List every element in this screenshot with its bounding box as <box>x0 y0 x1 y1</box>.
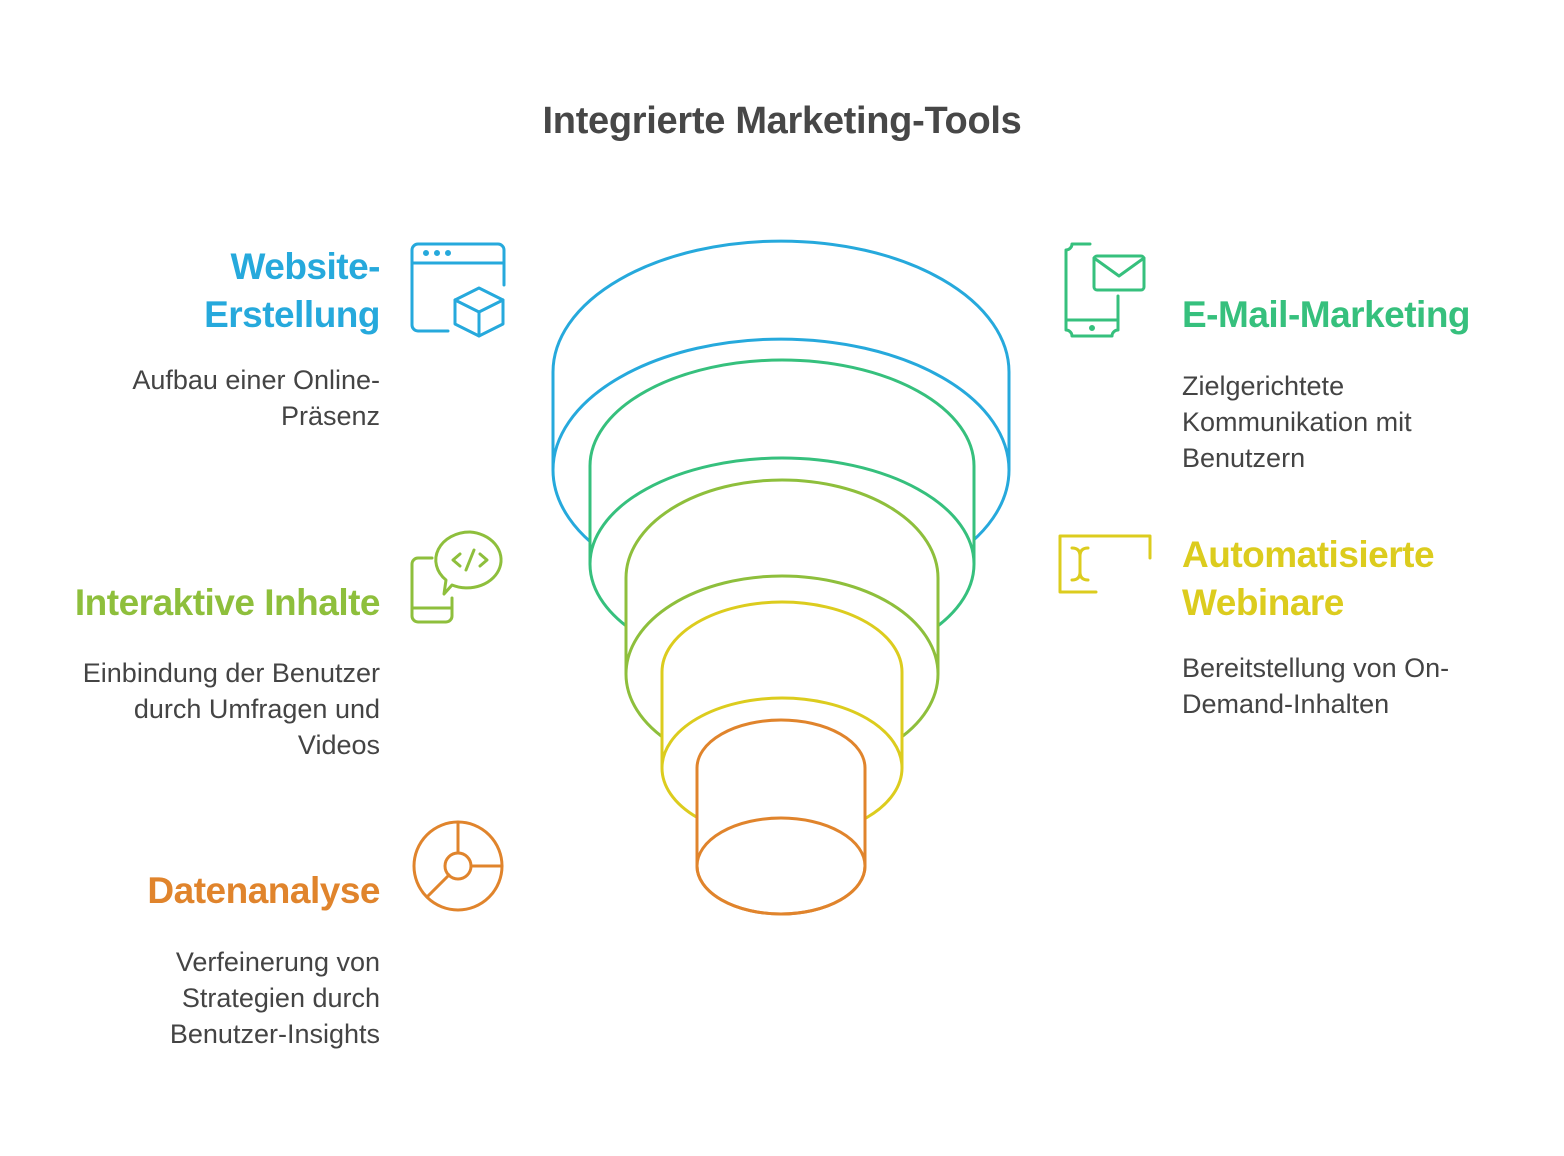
analytics-heading: Datenanalyse <box>147 870 380 911</box>
funnel-layer-analytics <box>695 718 867 916</box>
webinar-description: Bereitstellung von On- Demand-Inhalten <box>1182 653 1450 719</box>
website-description: Aufbau einer Online- Präsenz <box>132 365 380 431</box>
interactive-heading: Interaktive Inhalte <box>74 582 381 623</box>
email-description: Zielgerichtete Kommunikation mit Benutze… <box>1182 371 1412 473</box>
interactive-description: Einbindung der Benutzer durch Umfragen u… <box>82 658 380 760</box>
webinar-heading: Automatisierte Webinare <box>1182 534 1435 623</box>
analytics-description: Verfeinerung von Strategien durch Benutz… <box>169 947 380 1049</box>
page-title: Integrierte Marketing-Tools <box>542 100 1022 142</box>
browser-cube-icon <box>410 242 506 338</box>
code-chat-icon <box>410 530 503 624</box>
website-heading: Website- Erstellung <box>204 246 380 335</box>
phone-mail-icon <box>1064 242 1146 338</box>
screen-cursor-icon <box>1058 534 1152 594</box>
email-heading: E-Mail-Marketing <box>1182 294 1471 335</box>
pie-chart-icon <box>412 820 504 912</box>
